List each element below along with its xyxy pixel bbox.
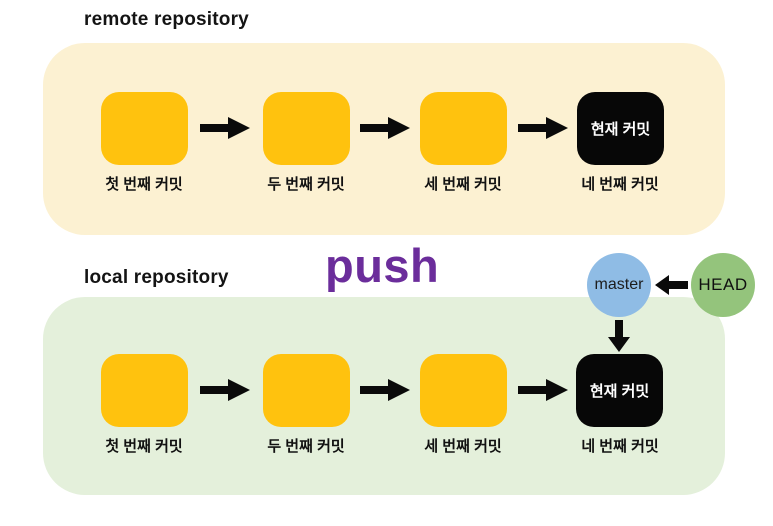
commit-node — [420, 92, 507, 165]
commit-node — [101, 92, 188, 165]
master-branch-label: master — [594, 276, 644, 293]
commit-label: 첫 번째 커밋 — [105, 176, 183, 193]
commit-label: 첫 번째 커밋 — [105, 438, 183, 455]
head-label: HEAD — [698, 275, 748, 294]
commit-label: 두 번째 커밋 — [267, 438, 345, 455]
commit-node — [101, 354, 188, 427]
push-action-label: push — [325, 239, 440, 292]
head-badge: HEAD — [691, 253, 755, 317]
commit-node — [420, 354, 507, 427]
arrow-left-icon — [655, 275, 688, 295]
arrow-right-icon — [200, 378, 250, 402]
current-commit-text: 현재 커밋 — [589, 383, 650, 400]
remote-repository-title: remote repository — [84, 9, 249, 30]
arrow-right-icon — [518, 116, 568, 140]
current-commit-node: 현재 커밋 — [576, 354, 663, 427]
current-commit-node: 현재 커밋 — [577, 92, 664, 165]
arrow-right-icon — [200, 116, 250, 140]
master-branch-badge: master — [587, 253, 651, 317]
commit-node — [263, 354, 350, 427]
commit-label: 네 번째 커밋 — [581, 438, 659, 455]
commit-label: 네 번째 커밋 — [581, 176, 659, 193]
commit-label: 두 번째 커밋 — [267, 176, 345, 193]
arrow-right-icon — [518, 378, 568, 402]
current-commit-text: 현재 커밋 — [590, 121, 651, 138]
arrow-down-icon — [607, 320, 631, 352]
commit-label: 세 번째 커밋 — [424, 438, 502, 455]
commit-node — [263, 92, 350, 165]
local-repository-title: local repository — [84, 267, 229, 288]
arrow-right-icon — [360, 116, 410, 140]
commit-label: 세 번째 커밋 — [424, 176, 502, 193]
arrow-right-icon — [360, 378, 410, 402]
